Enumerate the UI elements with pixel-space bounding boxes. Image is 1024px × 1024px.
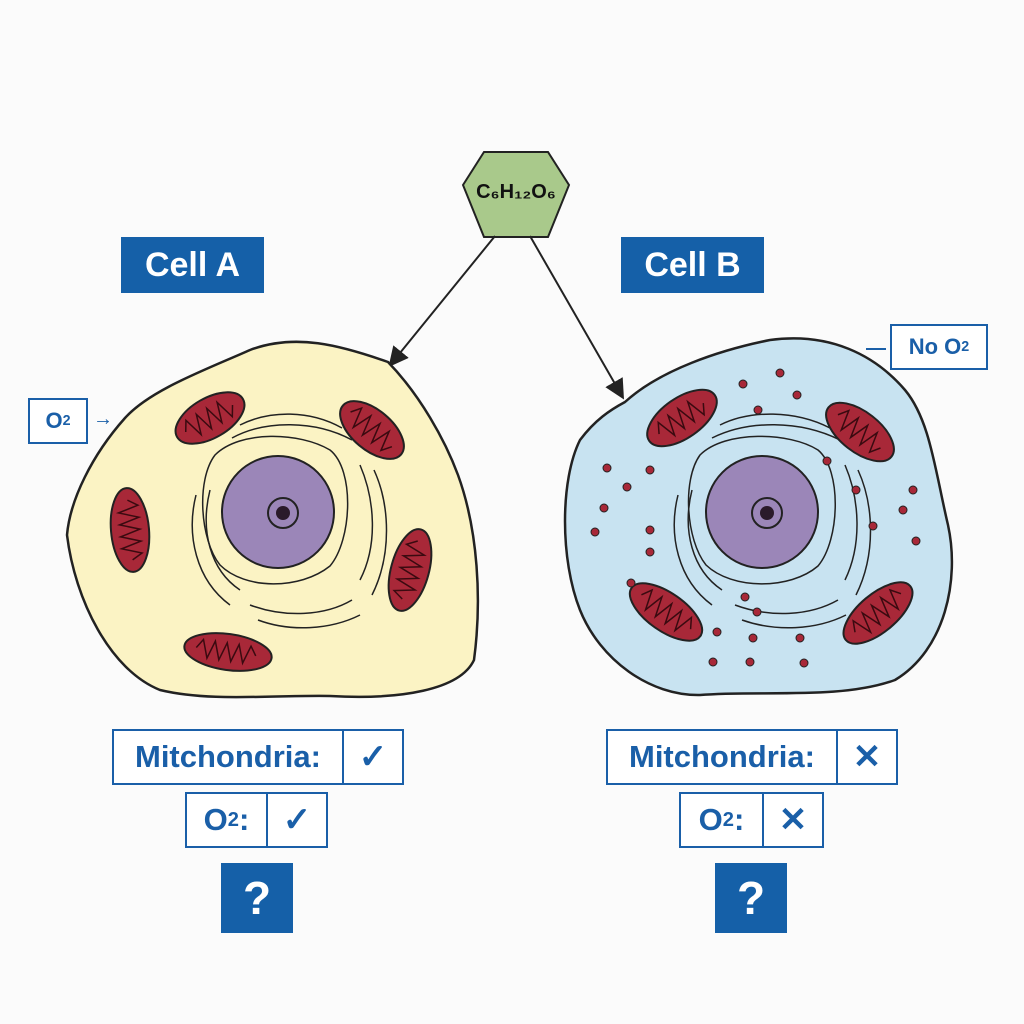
cell-b-o2-sub: 2 (722, 808, 734, 831)
cell-b-mitochondrion (628, 582, 704, 642)
cell-b-cytoplasm-dots (590, 368, 921, 668)
cell-b-o2-cross-icon: ✕ (762, 794, 822, 846)
cell-b-mitochondrion (842, 581, 914, 645)
cell-b-nucleolus-core (760, 506, 774, 520)
cell-a-o2-sub: 2 (227, 808, 239, 831)
cell-a-o2-main: O (203, 802, 228, 837)
cell-b-o2-suffix: : (734, 802, 745, 837)
arrow-to-cell-a (388, 235, 496, 368)
cell-a-mitochondrion (387, 528, 433, 612)
no-o2-tag-prefix: No O (908, 334, 962, 359)
cell-b-mitochondrion (825, 401, 895, 463)
cell-a-nuclear-envelope (201, 435, 349, 585)
cell-a-mitochondria-check-icon: ✓ (342, 731, 402, 783)
no-o2-tag-sub: 2 (961, 339, 970, 355)
cell-b-o2-main: O (698, 802, 723, 837)
cell-a-question-box: ? (221, 863, 293, 933)
cell-b (563, 337, 954, 697)
cell-a-endoplasmic-reticulum (191, 413, 388, 629)
cell-a-mitochondria-label: Mitchondria: (135, 739, 321, 774)
cell-a-o2-check-icon: ✓ (266, 794, 326, 846)
cell-b-nuclear-envelope (687, 435, 836, 585)
cell-a-nucleolus (267, 497, 299, 529)
cell-b-mitochondria-label: Mitchondria: (629, 739, 815, 774)
cell-b-nucleolus (751, 497, 783, 529)
cell-b-mitochondria-row: Mitchondria: ✕ (606, 729, 898, 785)
o2-tag-main: O (45, 408, 63, 433)
cell-a-mitochondria-row: Mitchondria: ✓ (112, 729, 404, 785)
cell-a-mitochondrion (339, 400, 405, 460)
cell-a (65, 340, 480, 699)
cell-a-o2-suffix: : (239, 802, 250, 837)
glucose-label: C₆H₁₂O₆ (476, 181, 556, 203)
glucose-molecule: C₆H₁₂O₆ (461, 151, 571, 238)
cell-a-mitochondrion (174, 391, 246, 445)
cell-a-nucleolus-core (276, 506, 290, 520)
cell-b-title: Cell B (621, 237, 764, 293)
cell-a-title: Cell A (121, 237, 264, 293)
cell-b-no-o2-dash (866, 348, 886, 350)
cell-a-mitochondrion (183, 632, 273, 672)
cell-a-o2-arrow-icon: → (93, 408, 113, 430)
cell-b-mitochondria-cross-icon: ✕ (836, 731, 896, 783)
o2-tag-sub: 2 (62, 413, 71, 429)
cell-b-endoplasmic-reticulum (673, 413, 872, 629)
cell-b-mitochondrion (646, 388, 718, 448)
cell-b-question-box: ? (715, 863, 787, 933)
arrow-to-cell-b (529, 235, 624, 400)
cell-a-mitochondrion (109, 487, 151, 573)
